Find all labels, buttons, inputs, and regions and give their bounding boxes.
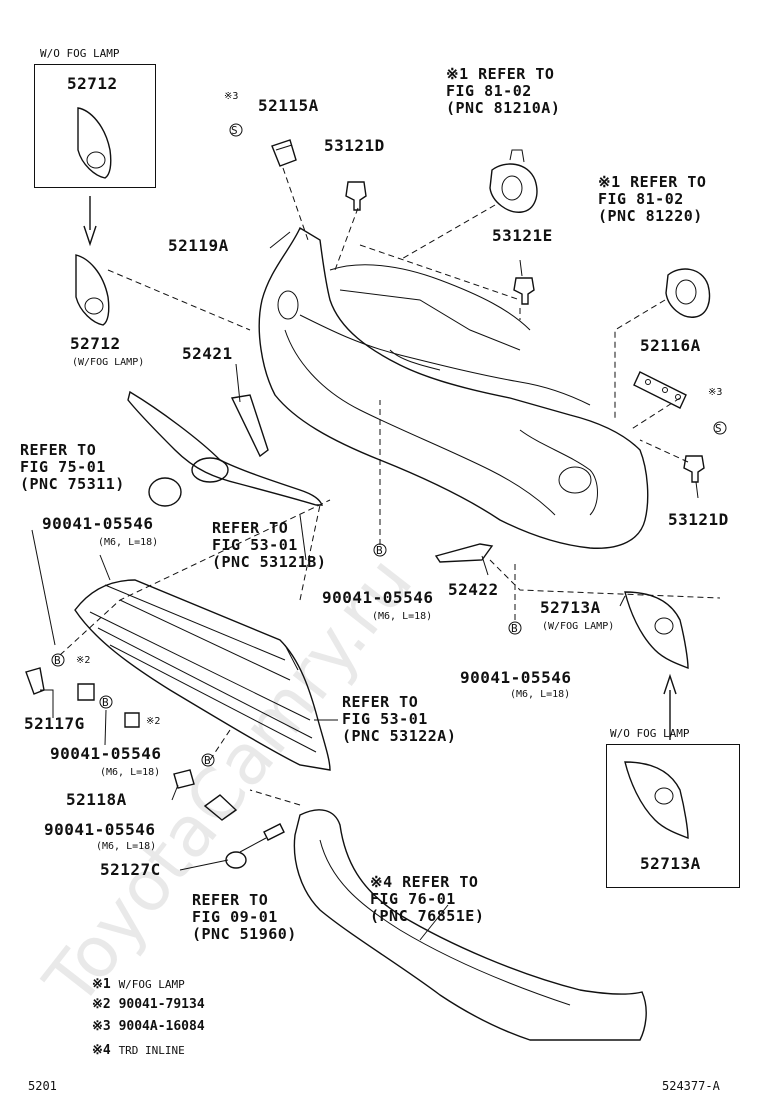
bezel-52713A [624,591,689,670]
mark-52115A: ※3 [224,91,239,102]
footer-right-code: 524377-A [662,1079,720,1093]
label-90041-a-sub: (M6, L=18) [98,537,159,548]
label-90041-c-sub: (M6, L=18) [510,689,571,700]
fog-lamp-right [665,268,711,318]
label-90041-e: 90041-05546 [44,820,156,839]
inset-title-top: W/O FOG LAMP [40,47,120,60]
label-90041-e-sub: (M6, L=18) [96,841,157,852]
mark-x2-b: ※2 [146,716,161,727]
label-52712: 52712 [70,334,121,353]
label-52116A: 52116A [640,336,701,355]
upper-grille-52421 [127,390,324,506]
label-90041-d: 90041-05546 [50,744,162,763]
ref-fig-81-02-b: ※1 REFER TO FIG 81-02 (PNC 81220) [598,173,707,225]
bracket-52422 [434,543,494,563]
bracket-52118A [173,769,195,789]
clip-s-right: S [715,422,722,435]
ref-fig-09-01: REFER TO FIG 09-01 (PNC 51960) [192,891,297,943]
label-90041-a: 90041-05546 [42,514,154,533]
mark-52116A: ※3 [708,387,723,398]
label-52118A: 52118A [66,790,127,809]
bolt-b-e: B [204,754,211,767]
legend-2: ※2 90041-79134 [92,997,205,1012]
cover-52127C [203,794,238,821]
ref-fig-76-01: ※4 REFER TO FIG 76-01 (PNC 76851E) [370,873,485,925]
label-53121D-right: 53121D [668,510,729,529]
label-52712-box: 52712 [67,74,118,93]
label-90041-b-sub: (M6, L=18) [372,611,433,622]
front-spoiler [293,809,647,1041]
inset-title-bottom: W/O FOG LAMP [610,727,690,740]
label-52127C: 52127C [100,860,161,879]
ref-fig-75-01: REFER TO FIG 75-01 (PNC 75311) [20,441,125,493]
clip-52115A [271,139,297,167]
label-52712-sub: (W/FOG LAMP) [72,357,145,368]
bumper-cover-52119A [258,226,649,549]
inset-box-without-fog-lamp-top [34,64,156,188]
lower-grille [74,554,331,771]
arrow-up [663,673,677,740]
label-52115A: 52115A [258,96,319,115]
label-53121E: 53121E [492,226,553,245]
nut-x2-a [77,683,95,701]
clip-53121D-right [683,455,705,483]
nut-x2-b [124,712,140,728]
ref-fig-53-01-b: REFER TO FIG 53-01 (PNC 53122A) [342,693,457,745]
bolt-b-a: B [376,544,383,557]
legend-1: ※1 W/FOG LAMP [92,977,185,992]
bolt-b-b: B [511,622,518,635]
ref-fig-81-02-a: ※1 REFER TO FIG 81-02 (PNC 81210A) [446,65,561,117]
bezel-52712-box [77,107,112,179]
label-90041-c: 90041-05546 [460,668,572,687]
clip-53121E [513,277,535,305]
legend-4: ※4 TRD INLINE [92,1043,185,1058]
guide-lines [59,167,721,806]
leader-lines [31,231,699,941]
legend-3: ※3 9004A-16084 [92,1019,205,1034]
label-52119A: 52119A [168,236,229,255]
clip-s-top: S [231,124,238,137]
label-52421: 52421 [182,344,233,363]
bolt-b-d: B [102,696,109,709]
mark-x2-a: ※2 [76,655,91,666]
bezel-52712 [75,254,110,326]
label-52117G: 52117G [24,714,85,733]
label-52713A-sub: (W/FOG LAMP) [542,621,615,632]
footer-left-code: 5201 [28,1079,57,1093]
watermark-text: ToyotaCamry.ru [28,541,428,1021]
ref-fig-53-01-a: REFER TO FIG 53-01 (PNC 53121B) [212,519,327,571]
fog-lamp-left [489,149,538,213]
arrow-down [83,196,97,247]
label-52713A: 52713A [540,598,601,617]
inset-box-without-fog-lamp-bottom [606,744,740,888]
emblem [148,477,182,507]
label-53121D-top: 53121D [324,136,385,155]
callout-circles [51,123,727,767]
clip-53121D-top [345,181,367,211]
label-90041-d-sub: (M6, L=18) [100,767,161,778]
bolt-b-c: B [54,654,61,667]
label-90041-b: 90041-05546 [322,588,434,607]
bezel-52713A-box [624,761,689,840]
bracket-52116A [633,371,687,409]
label-52422: 52422 [448,580,499,599]
label-52713A-box: 52713A [640,854,701,873]
